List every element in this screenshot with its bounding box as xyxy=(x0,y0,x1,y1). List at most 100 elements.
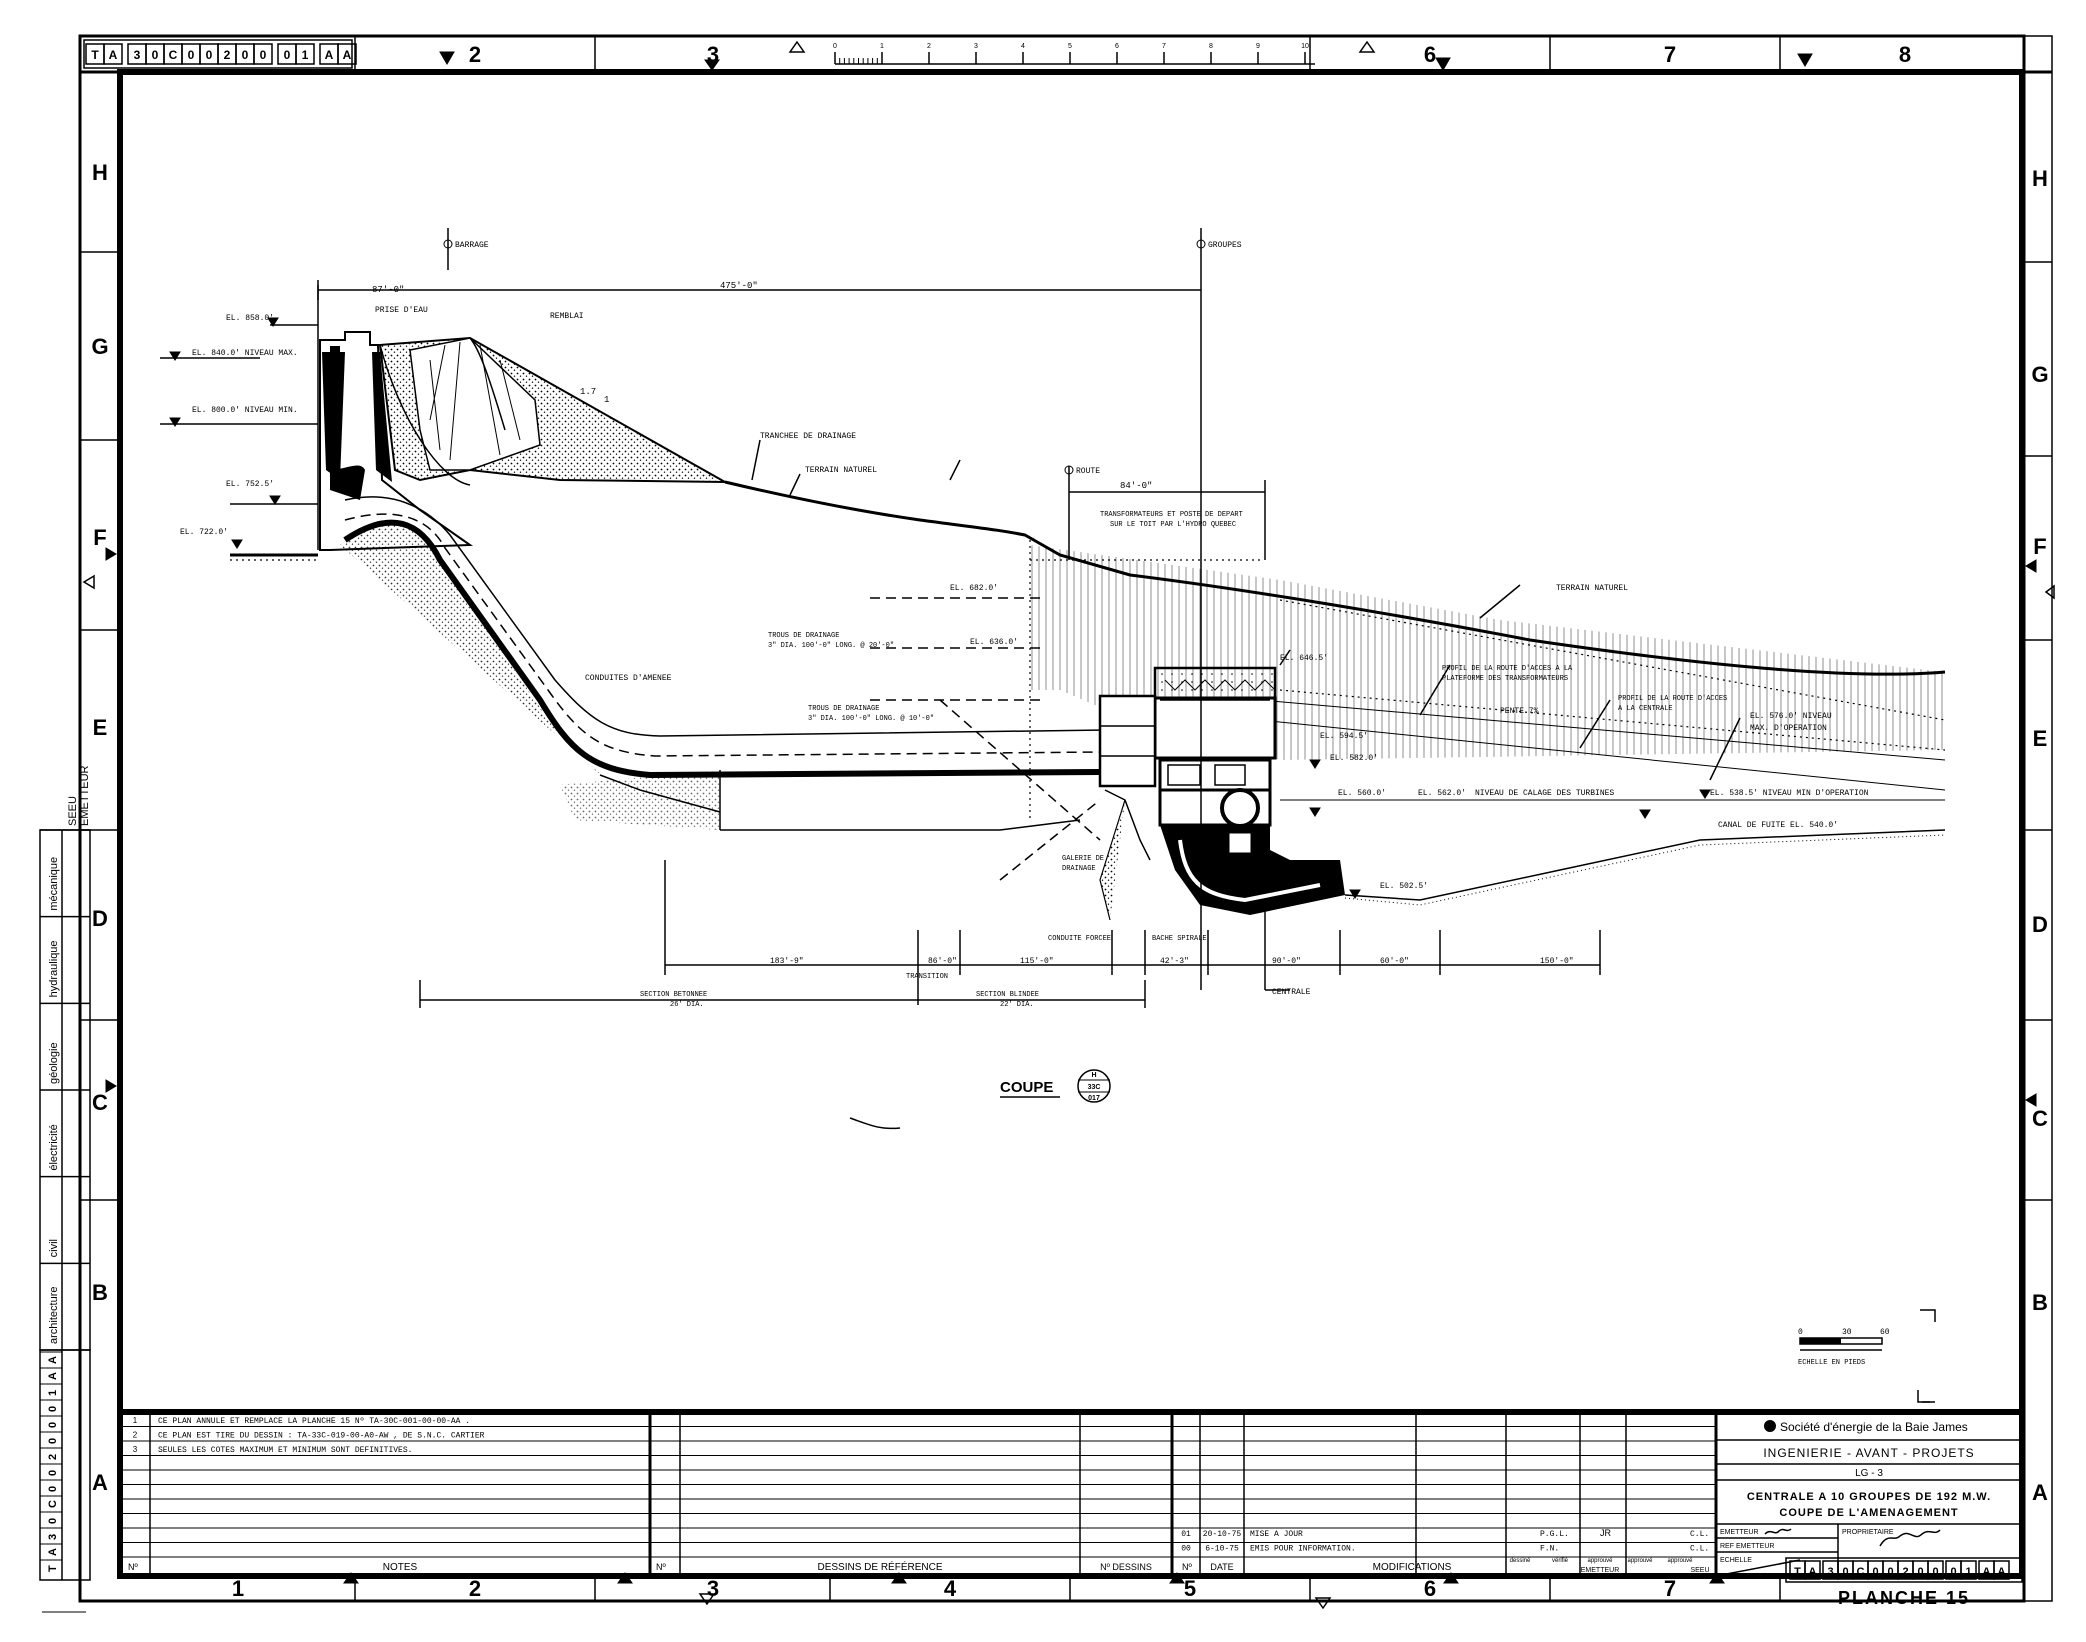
code-cell xyxy=(1960,1560,1977,1580)
label-trous-2: TROUS DE DRAINAGE xyxy=(808,705,879,713)
elevation-marker-icon xyxy=(267,317,279,327)
mod-row-no: 01 xyxy=(1181,1530,1191,1539)
ruler-tick-label: 2 xyxy=(927,43,931,50)
label-el-576: EL. 576.0' NIVEAU xyxy=(1750,712,1832,721)
mod-row-text: EMIS POUR INFORMATION. xyxy=(1250,1545,1356,1554)
row-label-e-right: E xyxy=(2033,726,2048,751)
ruler-tick-label: 10 xyxy=(1301,43,1309,50)
tailrace xyxy=(1280,799,1946,906)
label-el-646: EL. 646.5' xyxy=(1280,654,1328,663)
mod-col-date: DATE xyxy=(1210,1562,1233,1572)
department: INGENIERIE - AVANT - PROJETS xyxy=(1763,1446,1974,1460)
code-cell-text: 2 xyxy=(1902,1566,1908,1578)
code-cell-side-text: 0 xyxy=(47,1438,59,1444)
dim-42: 42'-3" xyxy=(1160,957,1189,966)
code-cell-text: A xyxy=(1983,1566,1991,1578)
centering-arrow-icon xyxy=(2025,1093,2037,1107)
code-cell-text: T xyxy=(1794,1566,1801,1578)
centering-arrow-icon xyxy=(105,1079,117,1093)
label-el-682: EL. 682.0' xyxy=(950,584,998,593)
label-bache: BACHE SPIRALE xyxy=(1152,935,1207,943)
label-profil-2b: A LA CENTRALE xyxy=(1618,705,1673,713)
center-lines xyxy=(443,228,1206,990)
triangle-mark-icon xyxy=(1314,1597,1332,1610)
intake-structure xyxy=(317,285,474,551)
row-dividers xyxy=(80,251,2052,1201)
col-label-2-bottom: 2 xyxy=(469,1576,481,1601)
label-transformateurs-2: SUR LE TOIT PAR L'HYDRO QUEBEC xyxy=(1110,521,1236,529)
label-el-800: EL. 800.0' NIVEAU MIN. xyxy=(192,406,298,415)
mod-row-date: 6-10-75 xyxy=(1205,1545,1239,1554)
discipline-header-emetteur: EMETTEUR xyxy=(79,765,91,826)
tb-proprietaire: PROPRIETAIRE xyxy=(1842,1529,1894,1536)
sign-col-label: dessiné xyxy=(1510,1558,1531,1564)
ref-col-dessins: Nº DESSINS xyxy=(1100,1562,1152,1572)
code-cell-side-text: 0 xyxy=(47,1406,59,1412)
code-cell-text: 0 xyxy=(1872,1566,1878,1578)
notes-col-label: NOTES xyxy=(383,1562,418,1573)
note-number: 2 xyxy=(133,1431,138,1440)
note-number: 3 xyxy=(133,1445,138,1454)
column-dividers xyxy=(354,36,1781,1601)
label-barrage: BARRAGE xyxy=(455,241,489,250)
code-cell-text: 3 xyxy=(134,48,141,62)
company-name: Société d'énergie de la Baie James xyxy=(1780,1420,1968,1434)
powerhouse xyxy=(1098,666,1345,921)
ruler-tick-label: 3 xyxy=(974,43,978,50)
label-profil-1b: PLATEFORME DES TRANSFORMATEURS xyxy=(1442,675,1568,683)
signature-proprietaire xyxy=(1879,1529,1941,1547)
code-cell-text: 0 xyxy=(1887,1566,1893,1578)
code-cell-text: 0 xyxy=(1950,1566,1956,1578)
triangle-mark-icon xyxy=(82,574,95,590)
col-label-3-bottom: 3 xyxy=(707,1576,719,1601)
row-label-a-right: A xyxy=(2032,1480,2048,1505)
ruler-tick-label: 0 xyxy=(833,43,837,50)
code-cell-side-text: T xyxy=(47,1565,59,1572)
code-cell-text: 0 xyxy=(260,48,267,62)
label-profil-2: PROFIL DE LA ROUTE D'ACCES xyxy=(1618,695,1727,703)
code-cell-text: C xyxy=(169,48,178,62)
code-cell-side-text: 2 xyxy=(47,1454,59,1460)
sign-col-label: approuvé xyxy=(1627,1558,1653,1564)
title-block: Société d'énergie de la Baie James INGEN… xyxy=(1715,1420,2023,1608)
row-label-f-right: F xyxy=(2033,534,2046,559)
note-number: 1 xyxy=(133,1416,138,1425)
row-label-b: B xyxy=(92,1280,108,1305)
code-cell-side-text: 3 xyxy=(47,1534,59,1540)
centering-arrow-icon xyxy=(704,59,720,71)
scale-caption: ECHELLE EN PIEDS xyxy=(1798,1359,1865,1367)
section-title: COUPE H 33C 017 xyxy=(849,1069,1111,1130)
mod-col-text: MODIFICATIONS xyxy=(1373,1562,1452,1573)
note-text: CE PLAN ANNULE ET REMPLACE LA PLANCHE 15… xyxy=(158,1417,470,1426)
sheet-frame xyxy=(78,34,2053,1603)
mod-seeu: SEEU xyxy=(1690,1567,1709,1574)
code-cell xyxy=(1993,1560,2010,1580)
discipline-label: électricité xyxy=(48,1124,60,1170)
ref-col-no: Nº xyxy=(656,1562,666,1572)
label-trous-2b: 3" DIA. 100'-0" LONG. @ 10'-0" xyxy=(808,715,934,723)
ref-col-label: DESSINS DE RÉFÉRENCE xyxy=(817,1560,942,1573)
triangle-mark-icon xyxy=(698,1593,716,1606)
label-canal: CANAL DE FUITE EL. 540.0' xyxy=(1718,821,1838,830)
tb-echelle: ECHELLE xyxy=(1720,1557,1752,1564)
row-label-c: C xyxy=(92,1090,108,1115)
label-el-636: EL. 636.0' xyxy=(970,638,1018,647)
label-terrain-naturel-2: TERRAIN NATUREL xyxy=(1556,584,1628,593)
col-label-2: 2 xyxy=(469,42,481,67)
centering-arrow-icon xyxy=(2025,559,2037,573)
dim-84: 84'-0" xyxy=(1120,481,1152,491)
mod-row-c: C.L. xyxy=(1690,1545,1709,1554)
code-cell-text: 0 xyxy=(188,48,195,62)
code-cell-text: 0 xyxy=(284,48,291,62)
top-dimensions xyxy=(317,280,1266,560)
code-cell-side-text: C xyxy=(47,1500,59,1508)
mod-row-b: JR xyxy=(1600,1528,1612,1538)
row-labels-left: H G F E D C B A xyxy=(82,160,117,1495)
label-groupes: GROUPES xyxy=(1208,241,1242,250)
col-label-6-bottom: 6 xyxy=(1424,1576,1436,1601)
discipline-label: hydraulique xyxy=(48,940,60,997)
discipline-strip: mécaniquehydrauliquegéologieélectricitéc… xyxy=(39,765,91,1581)
code-cell-text: 0 xyxy=(152,48,159,62)
col-label-8: 8 xyxy=(1899,42,1911,67)
label-terrain-naturel-1: TERRAIN NATUREL xyxy=(805,466,877,475)
